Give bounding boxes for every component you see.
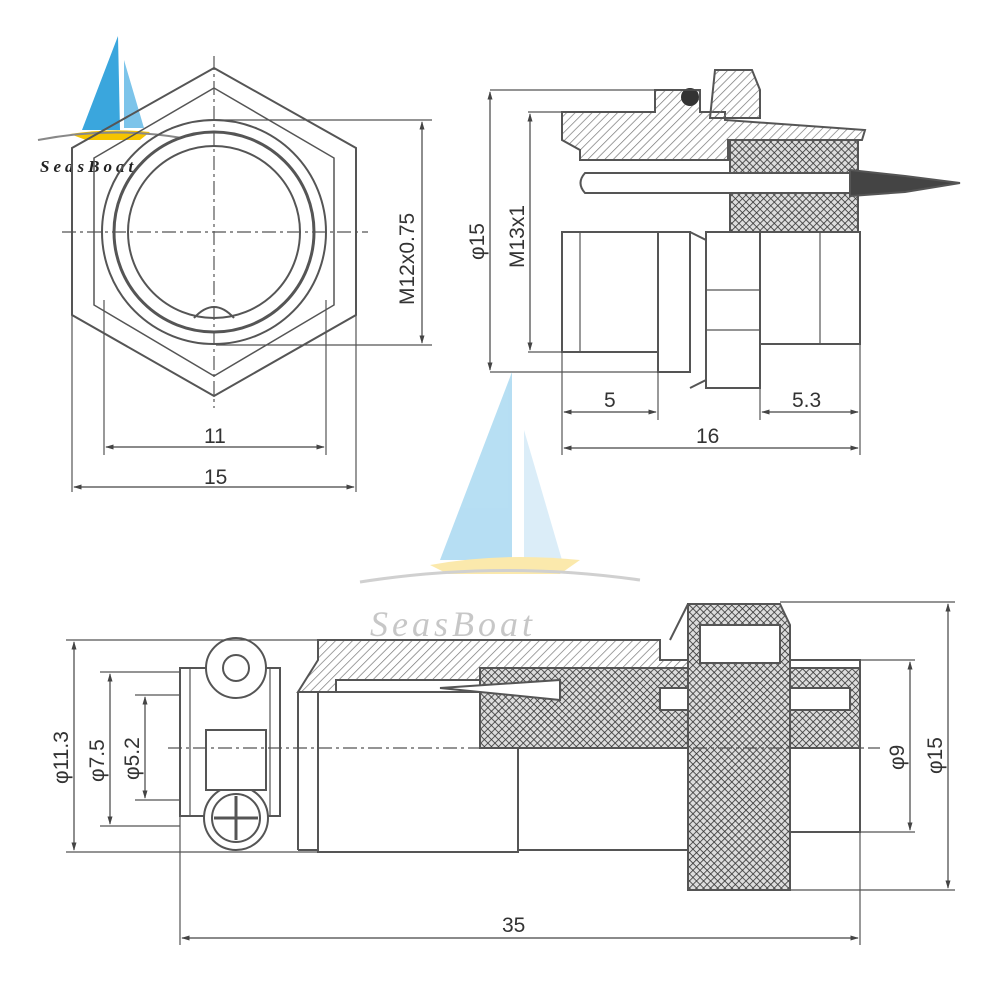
- dim-plug-d5: φ15: [924, 737, 947, 774]
- socket-nut-cap: [708, 69, 761, 119]
- dim-front-outer-width: 15: [204, 466, 227, 489]
- dim-side-len-a: 5: [604, 389, 616, 412]
- seal-ring: [681, 88, 699, 106]
- side-view: [487, 69, 961, 455]
- front-view: [62, 56, 432, 492]
- dim-side-thread: M13x1: [506, 205, 529, 268]
- dim-plug-d3: φ5.2: [121, 737, 144, 780]
- solder-tail: [849, 168, 961, 198]
- logo-sail-main: [82, 36, 120, 130]
- logo-text: SeasBoat: [40, 157, 137, 176]
- brand-logo: SeasBoat: [37, 36, 183, 176]
- hex-outline: [71, 66, 357, 398]
- socket-hex-nut: [705, 231, 761, 389]
- dim-side-len-b: 16: [696, 425, 719, 448]
- watermark: SeasBoat: [359, 372, 641, 644]
- watermark-text: SeasBoat: [370, 604, 536, 644]
- dim-plug-d4: φ9: [886, 745, 909, 770]
- dim-front-thread: M12x0.75: [396, 213, 419, 305]
- socket-pin: [579, 172, 851, 194]
- dim-plug-length: 35: [502, 914, 525, 937]
- dim-side-diameter: φ15: [466, 223, 489, 260]
- dim-plug-d2: φ7.5: [86, 739, 109, 782]
- socket-lower-body: [561, 231, 659, 353]
- dim-side-len-c: 5.3: [792, 389, 821, 412]
- plug-view: [66, 601, 955, 945]
- clamp-top-ear: [205, 637, 267, 699]
- dim-plug-d1: φ11.3: [50, 731, 73, 784]
- dim-front-inner-width: 11: [204, 425, 226, 448]
